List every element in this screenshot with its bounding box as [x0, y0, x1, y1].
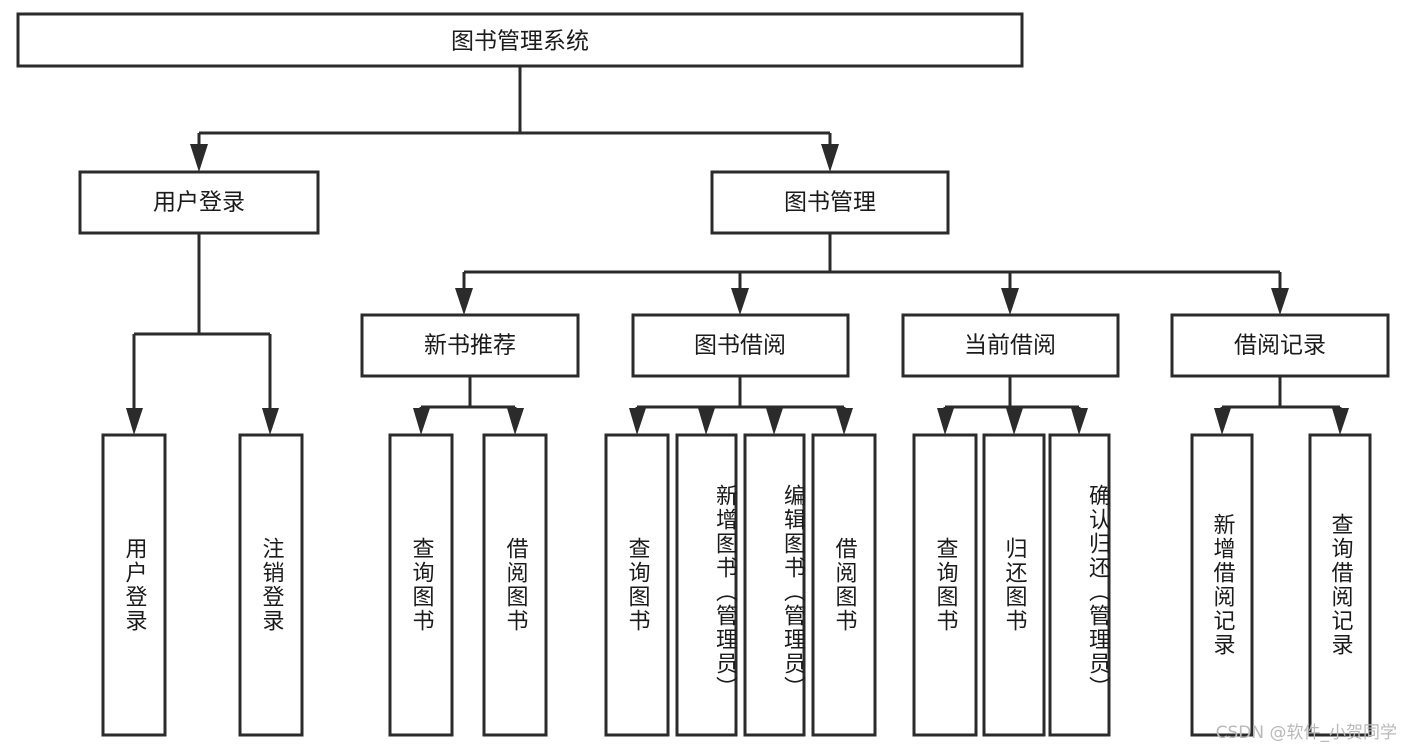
arrow-head-cb-confirm-return: [1071, 408, 1088, 435]
arrow-head-nb-query-book: [413, 408, 430, 435]
connector-group-current-borrow-to-leaves: [937, 376, 1088, 435]
connector-group-new-book-to-leaves: [413, 376, 524, 435]
node-box-leaf-nb-borrow-book[interactable]: [482, 433, 548, 737]
connector-group-book-borrow-to-leaves: [629, 376, 853, 435]
arrow-head-bb-add-book: [698, 408, 715, 435]
arrow-head-borrow-record: [1271, 288, 1289, 315]
node-box-root[interactable]: [16, 12, 1024, 68]
arrow-head-book-borrow: [731, 288, 749, 315]
node-box-borrow-record[interactable]: [1170, 313, 1390, 378]
arrow-head-nb-borrow-book: [507, 408, 524, 435]
connector-group-user-login-to-leaves: [126, 233, 279, 435]
arrow-head-bb-borrow-book: [836, 408, 853, 435]
arrow-head-book-mgmt: [821, 144, 839, 172]
arrow-head-cb-return-book: [1006, 408, 1023, 435]
node-box-leaf-br-add-record[interactable]: [1190, 433, 1254, 737]
node-box-current-borrow[interactable]: [901, 313, 1120, 378]
arrow-head-leaf-logout: [262, 408, 279, 435]
node-box-book-borrow[interactable]: [631, 313, 850, 378]
node-box-leaf-cb-return-book[interactable]: [982, 433, 1046, 737]
arrow-head-cb-query-book: [937, 408, 954, 435]
node-box-leaf-logout[interactable]: [238, 433, 304, 737]
label-current-borrow: 当前借阅: [964, 333, 1056, 359]
watermark-text: CSDN @软件_小贺同学: [1215, 723, 1397, 743]
arrow-head-bb-edit-book: [766, 408, 783, 435]
label-root: 图书管理系统: [451, 29, 589, 55]
arrow-head-current-borrow: [1001, 288, 1019, 315]
node-box-leaf-bb-query-book[interactable]: [604, 433, 670, 737]
connector-group-book-mgmt-to-level3: [455, 233, 1289, 315]
node-box-leaf-bb-borrow-book[interactable]: [811, 433, 877, 737]
node-box-leaf-user-login[interactable]: [101, 433, 167, 737]
arrow-head-leaf-user-login: [126, 408, 143, 435]
arrow-head-user-login: [190, 144, 208, 172]
node-box-leaf-bb-edit-book[interactable]: [743, 433, 806, 737]
label-book-management: 图书管理: [784, 190, 876, 216]
arrow-head-new-book-recommend: [455, 288, 473, 315]
label-book-borrow: 图书借阅: [694, 333, 786, 359]
node-box-leaf-bb-add-book[interactable]: [675, 433, 738, 737]
connector-group-root-to-level2: [190, 67, 839, 172]
label-user-login: 用户登录: [153, 190, 245, 216]
node-box-book-management[interactable]: [710, 170, 950, 235]
arrow-head-br-query-record: [1332, 408, 1349, 435]
arrow-head-br-add-record: [1214, 408, 1231, 435]
label-new-book-recommend: 新书推荐: [424, 333, 516, 359]
connector-group-borrow-record-to-leaves: [1214, 376, 1349, 435]
node-box-leaf-cb-query-book[interactable]: [912, 433, 978, 737]
node-box-leaf-cb-confirm-return[interactable]: [1048, 433, 1111, 737]
node-box-user-login[interactable]: [78, 170, 320, 235]
node-box-leaf-nb-query-book[interactable]: [388, 433, 454, 737]
arrow-head-bb-query-book: [629, 408, 646, 435]
node-box-leaf-br-query-record[interactable]: [1308, 433, 1372, 737]
node-box-new-book-recommend[interactable]: [360, 313, 580, 378]
label-borrow-record: 借阅记录: [1234, 333, 1326, 359]
